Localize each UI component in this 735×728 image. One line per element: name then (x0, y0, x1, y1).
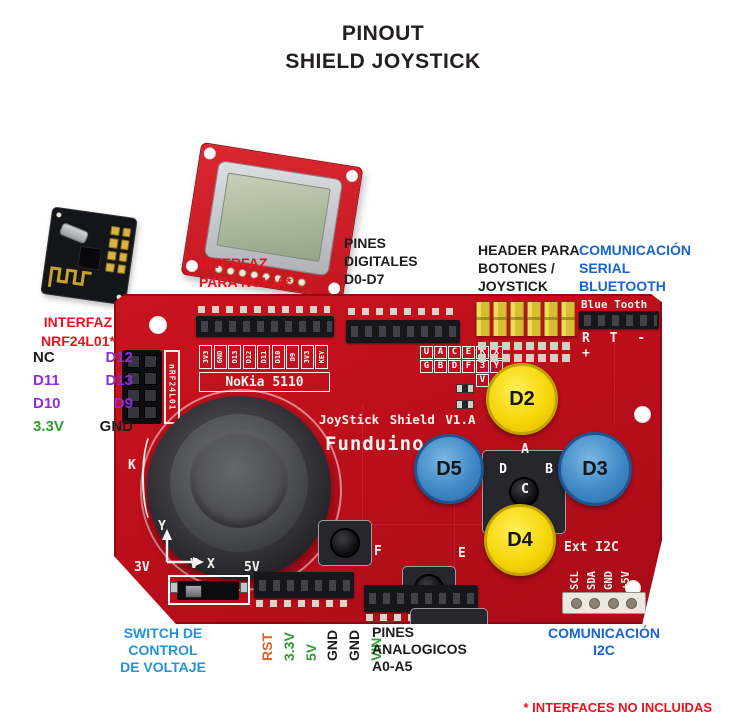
smd-component (456, 400, 474, 409)
analog-pins-annotation: PINES ANALOGICOS A0-A5 (372, 624, 467, 674)
nrf24l01-silk-label: nRF24L01 (167, 363, 177, 411)
voltage-switch-annotation: SWITCH DE CONTROL DE VOLTAJE (120, 625, 206, 675)
nrf24l01-module-photo (38, 202, 148, 312)
nokia-pin-silk: D11 (259, 350, 268, 364)
nokia-silk-label: NoKia 5110 (225, 374, 304, 390)
i2c-annotation: COMUNICACIÓN I2C (548, 625, 660, 658)
joystick-k-silk: K (128, 458, 136, 473)
i2c-header (562, 592, 646, 614)
button-d4[interactable]: D4 (484, 504, 556, 576)
nrf-annotation: INTERFAZ NRF24L01* (18, 313, 138, 351)
direction-silk-d: D (499, 462, 507, 477)
nrf-pin-list: NC D12 D11 D13 D10 D9 3.3V GND (33, 346, 133, 438)
i2c-pin-silk: SDA (586, 571, 598, 590)
button-f[interactable] (318, 520, 372, 566)
brand-silk: Funduino (325, 433, 425, 455)
nokia-pin-silk: D12 (245, 350, 253, 364)
bluetooth-pin-silk: R T - + (582, 331, 651, 361)
power-header-pads (256, 600, 352, 607)
power-pin-label: GND (346, 629, 362, 661)
axis-x-label: X (207, 557, 215, 572)
nrf-pin: D11 (33, 372, 60, 389)
digital-header-pads-right (348, 308, 458, 315)
nrf-crystal (58, 221, 90, 245)
smd-pad-row (478, 354, 574, 362)
nokia-annotation: INTERFAZ PARA NOKIA* (199, 255, 292, 290)
smd-pad-row (478, 342, 574, 350)
switch-v-silk: V (190, 557, 198, 572)
voltage-switch-outline (168, 575, 250, 605)
nrf-header-pads (105, 225, 132, 275)
joystick-shield-board: nRF24L01 3V3 GND D13 D12 D11 D10 D9 3V3 … (114, 294, 662, 624)
power-pin-label: 5V (303, 643, 319, 661)
nokia-screen (216, 172, 331, 262)
bluetooth-header (579, 311, 659, 329)
nrf-pin: 3.3V (33, 418, 64, 435)
i2c-pin-silk: GND (603, 571, 615, 590)
digital-header-left (196, 316, 334, 337)
nrf-pin: D9 (113, 395, 133, 412)
ext-i2c-silk: Ext I2C (564, 540, 619, 555)
digital-header-right (346, 320, 460, 343)
letter-grid-v: V (476, 374, 489, 387)
nrf-pin: D10 (33, 395, 61, 412)
digital-header-pads-left (198, 306, 330, 313)
joystick-knob-top[interactable] (190, 430, 288, 528)
switch-5v-silk: 5V (244, 560, 260, 575)
nrf-pin: D12 (105, 349, 133, 366)
nokia-pin-silk: GND (216, 350, 224, 364)
axis-up-arrow-icon (162, 529, 172, 540)
nrf-pin: NC (33, 349, 55, 366)
nokia-silk-box: NoKia 5110 (199, 372, 330, 392)
button-d3[interactable]: D3 (558, 432, 632, 506)
joystick-axis-silk: Y X (158, 519, 215, 572)
nokia-pin-silk: D13 (230, 350, 239, 364)
power-pin-label: RST (259, 633, 275, 661)
smd-component (456, 384, 474, 393)
nrf-annotation-line1: INTERFAZ (43, 314, 113, 330)
nokia-pin-silk: 3V3 (201, 350, 210, 364)
voltage-switch-knob[interactable] (185, 585, 202, 598)
axis-y-label: Y (158, 519, 166, 534)
model-silk: JoyStick Shield V1.A (319, 412, 476, 427)
bluetooth-annotation: COMUNICACIÓN SERIAL BLUETOOTH (579, 242, 691, 294)
button-header-annotation: HEADER PARA BOTONES / JOYSTICK (478, 242, 580, 294)
nrf-pcb (40, 206, 138, 306)
direction-silk-c: C (521, 482, 529, 497)
title-line1: PINOUT (341, 22, 425, 45)
footnote: * INTERFACES NO INCLUIDAS (523, 700, 712, 715)
i2c-pin-silk: SCL (569, 571, 581, 590)
nrf-annotation-line2: NRF24L01* (41, 333, 115, 349)
nrf-antenna-icon (47, 266, 92, 287)
nokia-pin-silk-row: 3V3 GND D13 D12 D11 D10 D9 3V3 KEY (199, 345, 328, 369)
button-d2[interactable]: D2 (486, 363, 558, 435)
direction-silk-a: A (521, 442, 529, 457)
axis-right-arrow-icon (193, 557, 204, 567)
nokia-pin-silk: 3V3 (303, 350, 311, 364)
button-f-silk: F (374, 544, 382, 559)
power-pin-label: GND (324, 629, 340, 661)
page-title: PINOUT SHIELD JOYSTICK (188, 20, 578, 76)
power-pin-label: 3.3V (281, 632, 297, 661)
joystick-k-bracket (142, 432, 164, 524)
direction-silk-b: B (545, 462, 553, 477)
title-line2: SHIELD JOYSTICK (285, 50, 481, 73)
button-d5-base (410, 608, 488, 624)
i2c-pin-silk: +5V (620, 571, 632, 590)
switch-3v-silk: 3V (134, 560, 150, 575)
bluetooth-silk-label: Blue Tooth (581, 298, 648, 311)
power-header (254, 572, 354, 598)
voltage-switch[interactable] (177, 581, 239, 600)
nokia-pin-silk: D10 (274, 350, 282, 364)
button-e-silk: E (458, 546, 466, 561)
mounting-hole (149, 316, 167, 334)
nrf-pin: D13 (105, 372, 133, 389)
button-d5[interactable]: D5 (414, 434, 484, 504)
nokia-pin-silk: KEY (317, 350, 326, 364)
nrf-pin: GND (99, 418, 133, 435)
digital-pins-annotation: PINES DIGITALES D0-D7 (344, 235, 418, 287)
nokia-pin-silk: D9 (288, 352, 297, 362)
nrf24l01-socket (122, 350, 162, 424)
mounting-hole (634, 406, 651, 423)
